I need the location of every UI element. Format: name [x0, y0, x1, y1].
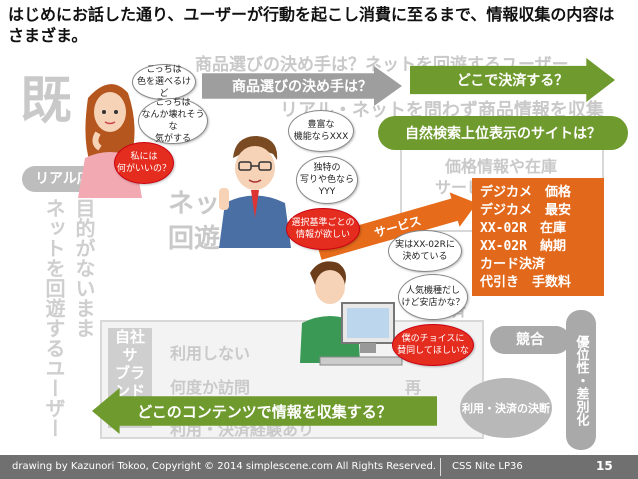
bg-competitor-pill: 競合 [490, 326, 570, 354]
bg-nando-ka: 何度か訪問 [170, 378, 251, 397]
woman-illustration [78, 84, 142, 198]
bg-decision-circle: 利用・決済の決断 [460, 378, 552, 438]
pc-bubble-2: 人気機種だし けど安店かな？ [398, 274, 468, 320]
woman-bubble-3: 私には 何がいいの？ [114, 142, 174, 184]
footer-event-name: CSS Nite LP36 [452, 461, 523, 472]
keyword-3: XX-02R 在庫 [480, 221, 566, 236]
keyword-5: カード決済 [480, 257, 546, 272]
woman-bubble-2: こっちは なんか壊れそうな 気がする [138, 98, 208, 144]
diagram-stage: 既 商品選びの決め手は？ネットを回遊するユーザー リアル・ネットを問わず商品情報… [0, 48, 638, 453]
man-bubble-2: 独特の 写りや色なら YYY [296, 156, 358, 204]
bg-advantage-pill: 優位性・差別化 [566, 310, 596, 450]
man-glasses-illustration [219, 136, 291, 248]
bg-price-text: 価格情報や在庫 [445, 157, 558, 176]
pill-organic-search: 自然検索上位表示のサイトは？ [378, 116, 628, 150]
bg-large-kanji: 既 [20, 71, 73, 131]
man-at-pc-illustration [300, 261, 403, 366]
keyword-6: 代引き 手数料 [480, 275, 572, 290]
bg-vertical-text-2: ネットを回遊するユーザー [42, 198, 66, 438]
man-bubble-3: 選択基準ごとの 情報が欲しい [286, 208, 360, 250]
bg-kaiyu-text: 回遊 [168, 224, 221, 254]
bg-sai: 再 [405, 378, 422, 397]
search-keywords-box: デジカメ 価格 デジカメ 最安 XX-02R 在庫 XX-02R 納期 カード決… [472, 178, 604, 296]
bg-riyou-shinai: 利用しない [170, 344, 251, 363]
footer-credit: drawing by Kazunori Tokoo, Copyright © 2… [12, 461, 436, 472]
page-number: 15 [596, 459, 613, 473]
footer-bar [0, 455, 638, 479]
keyword-2: デジカメ 最安 [480, 203, 572, 218]
bg-service-text: サービ [435, 178, 484, 197]
footer-separator [440, 458, 441, 476]
keyword-4: XX-02R 納期 [480, 239, 566, 254]
bg-net-text: ネッ [168, 189, 221, 219]
bg-vertical-text-1: 目的がないまま [72, 198, 96, 338]
woman-bubble-1: こっちは 色を選べるけど [132, 64, 196, 100]
bg-mid-text: リアル・ネットを問わず商品情報を収集 [280, 100, 604, 121]
keyword-1: デジカメ 価格 [480, 185, 572, 200]
slide-title: はじめにお話した通り、ユーザーが行動を起こし消費に至るまで、情報収集の内容はさま… [8, 5, 615, 45]
pc-bubble-3: 僕のチョイスに 賛同してほしいな [392, 324, 474, 366]
man-bubble-1: 豊富な 機能ならXXX [288, 110, 354, 152]
pc-bubble-1: 実はXX-02Rに 決めている [388, 230, 462, 272]
